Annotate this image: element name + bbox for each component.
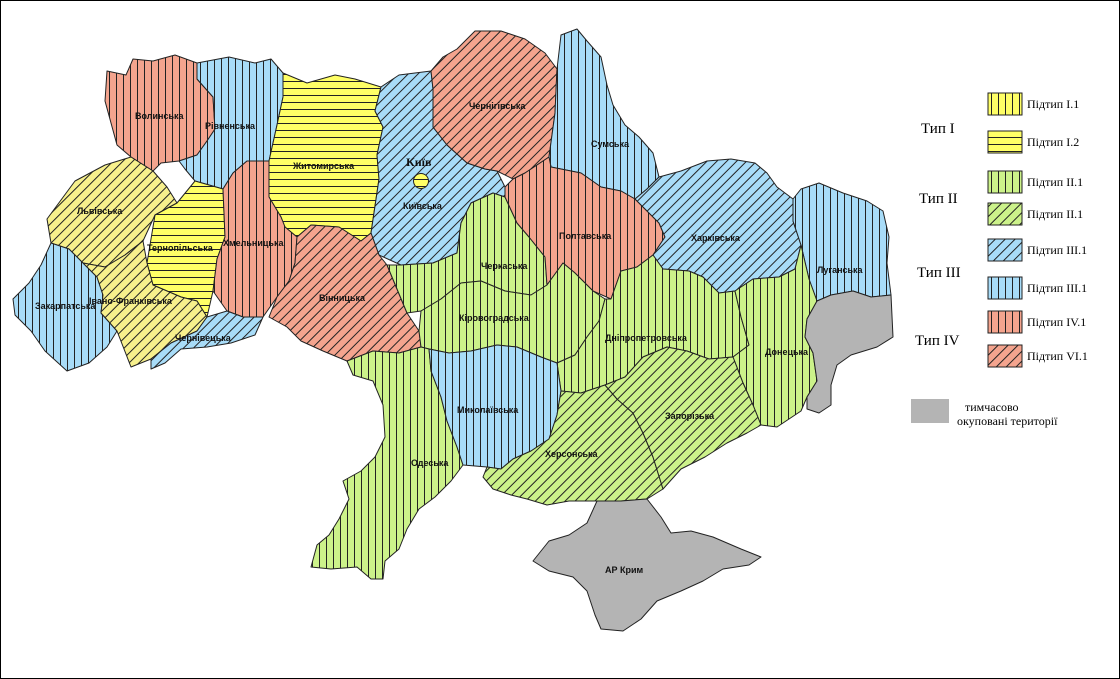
region-ar-krym[interactable] [532,498,762,632]
region-label-ternopilska: Тернопільська [147,243,214,253]
region-label-mykolaivska: Миколаївська [457,405,519,415]
region-label-chernihivska: Чернігівська [469,101,526,111]
legend-occupied-line2: окуповані території [957,414,1058,428]
legend-swatch-i2 [987,130,1023,154]
region-label-vinnytska: Вінницька [319,293,366,303]
region-label-sumska: Сумська [591,139,630,149]
legend-type-3: Тип III [917,265,961,281]
region-label-kharkivska: Харківська [691,233,741,243]
regions-layer [12,28,894,632]
region-label-dnipropetrovska: Дніпропетровська [605,333,688,343]
legend-label-iv1: Підтип IV.1 [1027,315,1086,329]
legend-type-1: Тип I [921,121,955,137]
legend: Тип I Тип II Тип III Тип IV Підтип I.1 П… [911,92,1088,428]
region-occupied-east[interactable] [804,290,894,414]
region-label-kirovohradska: Кіровоградська [459,313,530,323]
region-zhytomyrska[interactable] [268,72,384,242]
legend-swatch-iii1-vertical [987,276,1023,300]
region-labels-layer: Волинська Рівненська Житомирська Київськ… [35,101,864,575]
region-label-zhytomyrska: Житомирська [292,161,355,171]
legend-occupied-line1: тимчасово [965,400,1019,414]
legend-swatch-ii1-vertical [987,170,1023,194]
legend-label-ii1-vertical: Підтип II.1 [1027,175,1083,189]
legend-label-vi1: Підтип VI.1 [1027,349,1088,363]
legend-label-i1: Підтип I.1 [1027,97,1079,111]
region-chernivetska[interactable] [150,310,264,370]
region-label-volynska: Волинська [135,111,185,121]
region-label-khersonska: Херсонська [545,449,598,459]
region-label-odeska: Одеська [411,458,449,468]
legend-label-ii1-diagonal: Підтип II.1 [1027,207,1083,221]
region-kyiv-city[interactable] [413,173,429,189]
legend-swatch-iii1-diagonal [987,238,1023,262]
legend-label-iii1-vertical: Підтип III.1 [1027,281,1087,295]
capital-label-kyiv: Київ [406,155,432,169]
region-label-kyivska: Київська [403,201,443,211]
legend-type-4: Тип IV [915,333,960,349]
region-label-khmelnytska: Хмельницька [223,238,284,248]
region-label-zaporizka: Запорізька [665,411,715,421]
legend-swatch-i1 [987,92,1023,116]
region-label-luhanska: Луганська [817,265,864,275]
legend-type-2: Тип II [919,191,958,207]
region-label-poltavska: Полтавська [559,231,612,241]
region-label-ivano-frankivska: Івано-Франківська [89,296,173,306]
region-label-zakarpatska: Закарпатська [35,301,96,311]
legend-swatch-occupied [911,399,949,423]
region-label-chernivetska: Чернівецька [175,333,232,343]
region-label-cherkaska: Черкаська [481,261,528,271]
region-label-donetska: Донецька [765,347,809,357]
region-zaporizka[interactable] [604,346,762,490]
legend-swatch-ii1-diagonal [987,202,1023,226]
legend-swatch-vi1 [987,344,1023,368]
region-label-rivnenska: Рівненська [205,121,256,131]
legend-label-iii1-diagonal: Підтип III.1 [1027,243,1087,257]
legend-label-i2: Підтип I.2 [1027,135,1079,149]
region-label-ar-krym: АР Крим [605,565,644,575]
legend-swatch-iv1 [987,310,1023,334]
region-label-lvivska: Львівська [77,206,123,216]
